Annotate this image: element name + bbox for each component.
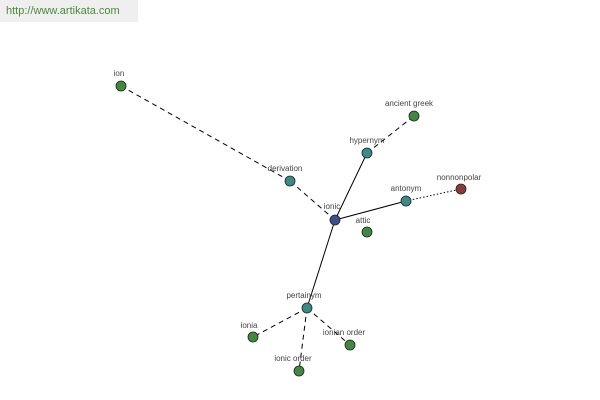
edge-hypernym-ancient-greek — [366, 115, 415, 154]
node-attic[interactable] — [361, 226, 373, 238]
label-ion[interactable]: ion — [114, 69, 125, 78]
edge-pertainym-ionian-order — [306, 307, 351, 346]
node-ionic[interactable] — [329, 214, 341, 226]
node-nonpolar[interactable] — [455, 183, 467, 195]
node-derivation[interactable] — [284, 175, 296, 187]
node-ion[interactable] — [115, 80, 127, 92]
label-derivation[interactable]: derivation — [268, 164, 303, 173]
edge-ionic-derivation — [289, 180, 336, 221]
node-ionia[interactable] — [247, 331, 259, 343]
edge-ionic-pertainym — [306, 219, 336, 309]
edge-derivation-ion — [120, 85, 291, 182]
label-ancient-greek[interactable]: ancient greek — [385, 99, 434, 108]
label-hypernym[interactable]: hypernym — [349, 136, 384, 145]
node-pertainym[interactable] — [301, 302, 313, 314]
node-ionic-order[interactable] — [293, 365, 305, 377]
label-nonpolar[interactable]: nonnonpolar — [437, 173, 482, 182]
label-attic[interactable]: attic — [356, 216, 371, 225]
label-ionian-order[interactable]: ionian order — [323, 328, 366, 337]
edge-antonym-nonpolar — [405, 188, 462, 202]
node-ionian-order[interactable] — [344, 339, 356, 351]
label-ionic-order[interactable]: ionic order — [274, 354, 312, 363]
edge-ionic-hypernym — [334, 152, 368, 221]
watermark-url[interactable]: http://www.artikata.com — [0, 0, 138, 22]
node-hypernym[interactable] — [361, 147, 373, 159]
edge-pertainym-ionia — [252, 307, 308, 338]
edge-pertainym-ionic-order — [298, 307, 308, 372]
edge-ionic-antonym — [334, 200, 407, 221]
label-ionic[interactable]: ionic — [324, 202, 340, 211]
node-ancient-greek[interactable] — [408, 110, 420, 122]
node-antonym[interactable] — [400, 195, 412, 207]
label-antonym[interactable]: antonym — [391, 184, 422, 193]
label-ionia[interactable]: ionia — [241, 321, 258, 330]
label-pertainym[interactable]: pertainym — [286, 291, 321, 300]
